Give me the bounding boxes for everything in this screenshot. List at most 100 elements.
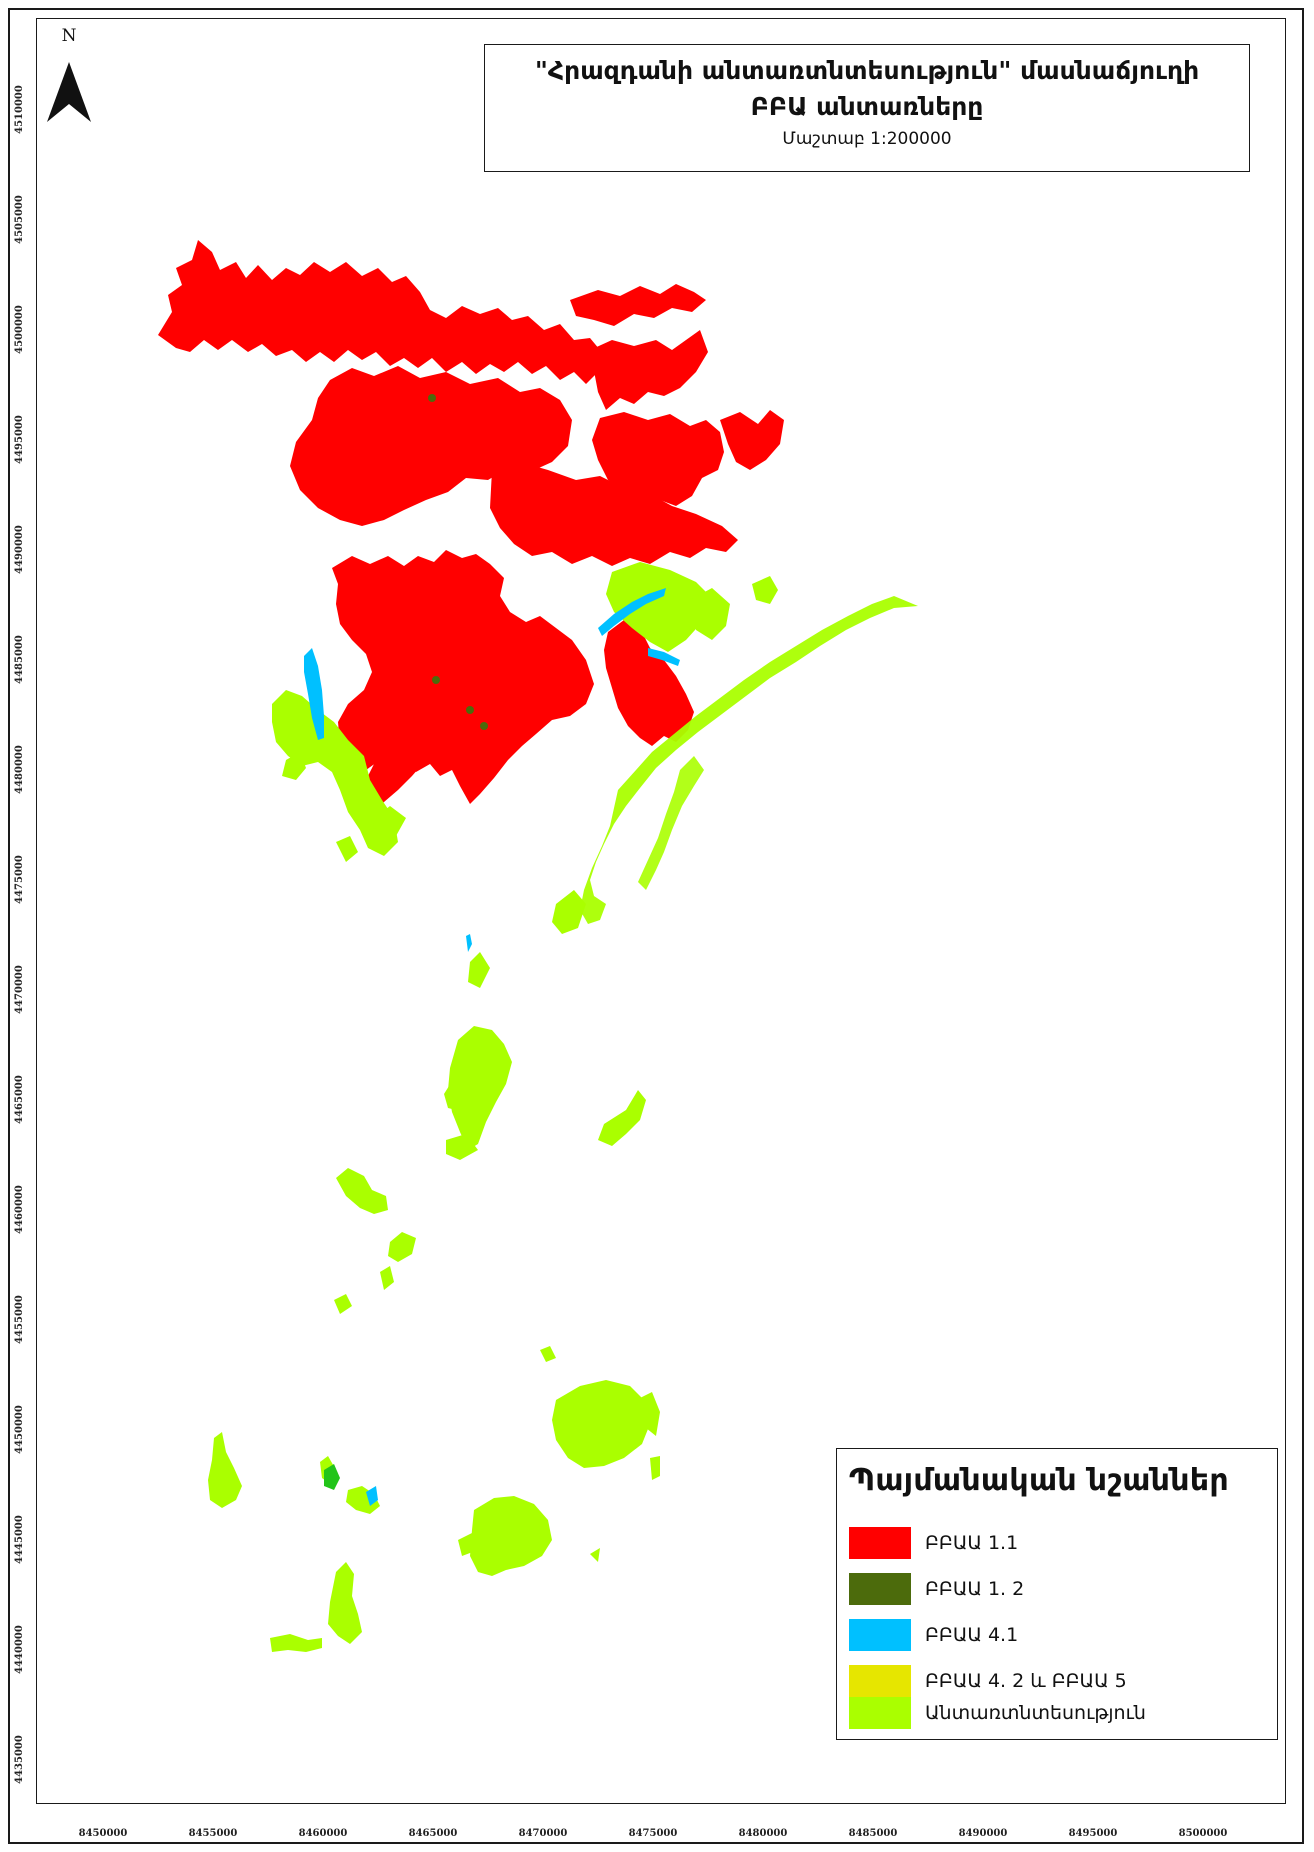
y-tick-label: 4460000 [13, 1184, 25, 1234]
legend-swatch [849, 1697, 911, 1729]
forest-polygon [552, 890, 586, 934]
forest-polygon [468, 952, 490, 988]
forest-polygon [366, 1486, 378, 1506]
legend-label: ԲԲԱԱ 4.1 [925, 1624, 1019, 1646]
forest-polygon [448, 1026, 512, 1150]
bbaa-4-1-areas [304, 588, 680, 1506]
legend-item-bbaa-1-1: ԲԲԱԱ 1.1 [849, 1525, 1018, 1561]
forest-polygon [590, 330, 708, 410]
forest-polygon [592, 412, 724, 512]
y-tick-label: 4510000 [13, 84, 25, 134]
legend-label: Անտառտնտեսություն [925, 1702, 1146, 1724]
bbaa-1-1-areas [158, 240, 784, 814]
legend-item-bbaa-4-1: ԲԲԱԱ 4.1 [849, 1617, 1018, 1653]
forest-polygon [590, 1548, 600, 1562]
x-tick-label: 8475000 [628, 1828, 678, 1839]
legend: Պայմանական նշաններ ԲԲԱԱ 1.1 ԲԲԱԱ 1. 2 ԲԲ… [836, 1448, 1278, 1740]
forest-polygon [334, 1294, 352, 1314]
forest-polygon [570, 284, 706, 326]
map-title-line-1: "Հրազդանի անտառտնտեսություն" մասնաճյուղի [534, 56, 1200, 85]
forest-polygon [458, 1532, 478, 1556]
y-tick-label: 4445000 [13, 1514, 25, 1564]
y-tick-label: 4485000 [13, 634, 25, 684]
forest-polygon [388, 1232, 416, 1262]
y-tick-label: 4500000 [13, 304, 25, 354]
forest-polygon [336, 1168, 388, 1214]
forest-polygon [158, 240, 600, 384]
y-tick-label: 4465000 [13, 1074, 25, 1124]
forest-polygon [606, 562, 714, 652]
x-tick-label: 8485000 [848, 1828, 898, 1839]
forest-polygon [328, 1562, 362, 1644]
forest-polygon [598, 588, 666, 636]
forestry-areas [208, 562, 918, 1652]
forest-polygon [446, 1134, 478, 1160]
x-tick-label: 8470000 [518, 1828, 568, 1839]
x-tick-label: 8460000 [298, 1828, 348, 1839]
forest-polygon [304, 648, 324, 740]
legend-item-bbaa-1-2: ԲԲԱԱ 1. 2 [849, 1571, 1024, 1607]
x-tick-label: 8455000 [188, 1828, 238, 1839]
linear-forest-strip [580, 596, 918, 924]
x-tick-label: 8480000 [738, 1828, 788, 1839]
legend-title: Պայմանական նշաններ [849, 1463, 1229, 1498]
bbaa-1-2-areas [428, 394, 488, 730]
x-tick-label: 8500000 [1178, 1828, 1228, 1839]
forest-polygon [324, 1464, 340, 1490]
forest-polygon [540, 1346, 556, 1362]
north-arrow: N [44, 26, 94, 126]
forest-polygon [208, 1432, 242, 1508]
forest-polygon [640, 1392, 660, 1436]
legend-label: ԲԲԱԱ 1.1 [925, 1532, 1019, 1554]
forest-polygon [648, 648, 680, 666]
forest-polygon [380, 1266, 394, 1290]
y-tick-label: 4505000 [13, 194, 25, 244]
y-tick-label: 4495000 [13, 414, 25, 464]
forest-polygon [336, 836, 358, 862]
forest-polygon [598, 1090, 646, 1146]
y-tick-label: 4440000 [13, 1624, 25, 1674]
x-tick-label: 8450000 [78, 1828, 128, 1839]
legend-swatch [849, 1665, 911, 1697]
north-arrow-icon [47, 62, 91, 122]
forest-polygon [428, 394, 436, 402]
forest-polygon [432, 676, 440, 684]
x-tick-label: 8465000 [408, 1828, 458, 1839]
forest-polygon [466, 934, 472, 952]
forest-polygon [490, 462, 738, 566]
y-tick-label: 4450000 [13, 1404, 25, 1454]
legend-swatch [849, 1573, 911, 1605]
bbaa-forest-green-areas [324, 1464, 340, 1490]
forest-polygon [690, 588, 730, 640]
forest-polygon [272, 690, 398, 856]
forest-polygon [650, 1456, 660, 1480]
y-tick-label: 4470000 [13, 964, 25, 1014]
title-box: "Հրազդանի անտառտնտեսություն" մասնաճյուղի… [484, 44, 1250, 172]
forest-polygon [372, 806, 406, 840]
legend-item-forestry: Անտառտնտեսություն [849, 1695, 1146, 1731]
forest-polygon [270, 1634, 322, 1652]
forest-polygon [282, 752, 306, 780]
forest-polygon [444, 1078, 462, 1110]
legend-label: ԲԲԱԱ 4. 2 և ԲԲԱԱ 5 [925, 1670, 1127, 1692]
map-outer-frame [8, 8, 1304, 1844]
y-tick-label: 4455000 [13, 1294, 25, 1344]
forest-polygon [480, 722, 488, 730]
y-tick-label: 4475000 [13, 854, 25, 904]
forest-polygon [604, 620, 694, 746]
map-title-line-2: ԲԲԱ անտառները [750, 92, 984, 121]
map-scale: Մաշտաբ 1:200000 [782, 129, 952, 149]
forest-polygon [552, 1380, 650, 1468]
forest-polygon [466, 706, 474, 714]
forest-polygon [470, 1496, 552, 1576]
forest-polygon [332, 550, 594, 804]
legend-item-bbaa-4-2-5: ԲԲԱԱ 4. 2 և ԲԲԱԱ 5 [849, 1663, 1127, 1699]
forest-polygon [290, 366, 572, 526]
legend-swatch [849, 1619, 911, 1651]
north-label: N [61, 26, 77, 46]
forest-polygon [752, 576, 778, 604]
y-tick-label: 4490000 [13, 524, 25, 574]
y-tick-label: 4435000 [13, 1734, 25, 1784]
forest-polygon [720, 410, 784, 470]
